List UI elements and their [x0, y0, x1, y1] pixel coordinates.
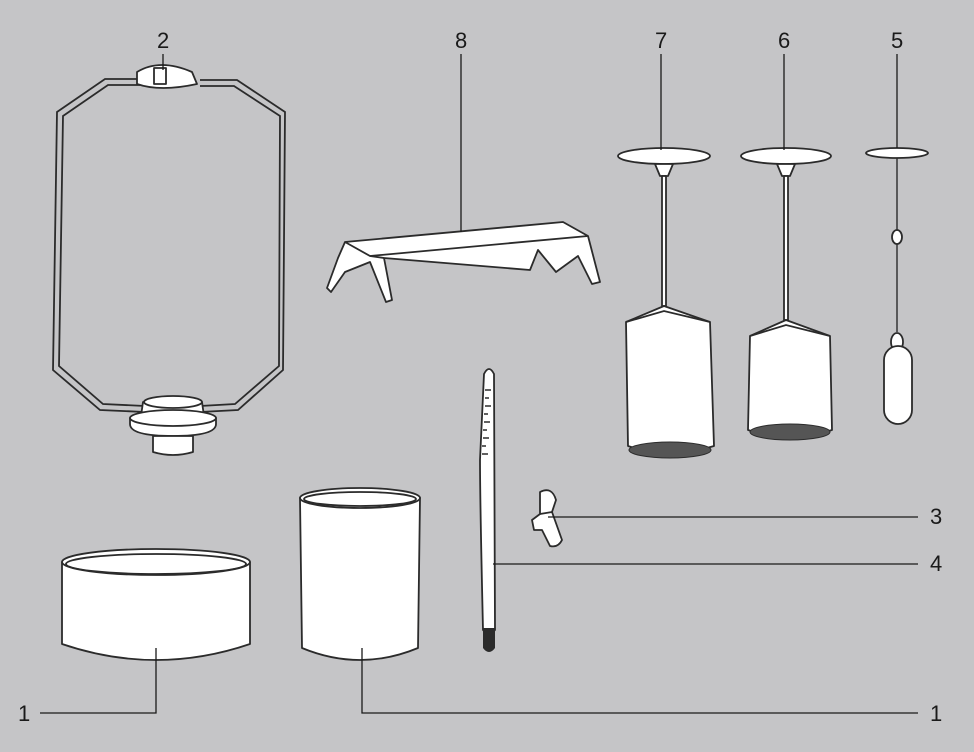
callout-8: 8	[455, 28, 468, 53]
callout-6: 6	[778, 28, 791, 53]
callout-3: 3	[930, 504, 943, 529]
bridge-stand	[326, 221, 601, 303]
callout-5: 5	[891, 28, 904, 53]
cylinder-shade-tall	[299, 487, 421, 661]
thermometer	[479, 368, 496, 652]
callout-4: 4	[930, 551, 943, 576]
lamp-harp-frame	[52, 64, 286, 456]
callout-1-right: 1	[930, 701, 943, 726]
leader-lines	[40, 54, 918, 714]
callout-2: 2	[157, 28, 170, 53]
callout-1-left: 1	[18, 701, 31, 726]
pendant-cup-7	[617, 147, 715, 459]
drum-shade-wide	[61, 548, 251, 661]
hanging-float	[865, 147, 929, 425]
clip	[531, 489, 563, 548]
callout-7: 7	[655, 28, 668, 53]
pendant-cup-6	[740, 147, 833, 441]
